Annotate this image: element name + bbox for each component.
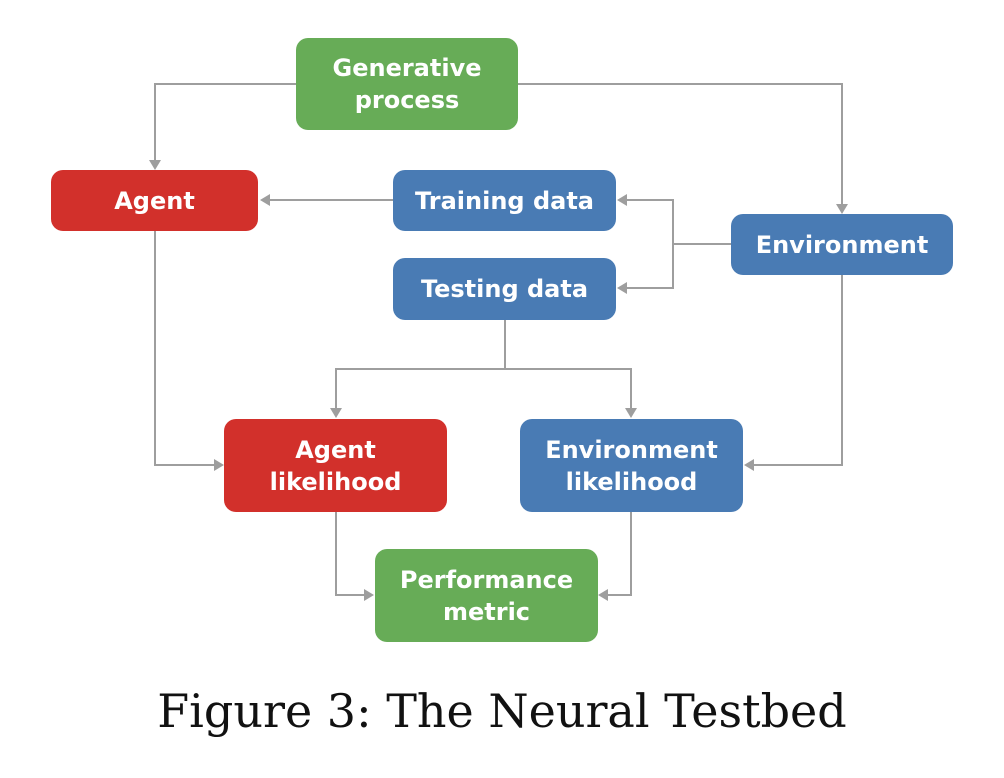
node-label: Testing data [420,275,589,303]
node-performance-metric: Performance metric [375,549,598,642]
node-label: likelihood [565,467,698,496]
edge-agent-likelihood-to-performance [335,512,364,596]
arrowhead-icon [625,408,637,418]
arrowhead-icon [836,204,848,214]
edge-generative-to-agent [154,83,296,160]
node-environment: Environment [731,214,953,275]
figure-caption: Figure 3: The Neural Testbed [157,684,847,738]
node-label: Environment [545,435,718,464]
node-label: Environment [755,230,929,259]
edge-testing-to-environment-likelihood [505,368,632,408]
arrowhead-icon [149,160,161,170]
node-label: process [354,86,460,114]
arrowhead-icon [617,282,627,294]
arrowhead-icon [330,408,342,418]
node-environment-likelihood: Environment likelihood [520,419,743,512]
node-generative-process: Generative process [296,38,518,130]
edge-environment-likelihood-to-performance [608,512,632,596]
arrowhead-icon [598,589,608,601]
node-label: Training data [415,186,594,215]
arrowhead-icon [617,194,627,206]
node-testing-data: Testing data [393,258,616,320]
node-label: metric [442,597,531,626]
node-agent: Agent [51,170,258,231]
edge-environment-to-testing [627,244,674,289]
edge-environment-to-training [627,199,674,244]
node-label: Performance [399,565,574,594]
edge-environment-to-environment-likelihood [754,275,843,466]
arrowhead-icon [744,459,754,471]
edge-testing-to-agent-likelihood [335,368,505,408]
arrowhead-icon [260,194,270,206]
node-label: likelihood [269,467,402,496]
node-label: Agent [295,435,376,464]
arrowhead-icon [364,589,374,601]
node-training-data: Training data [393,170,616,231]
node-label: Generative [332,54,482,82]
node-label: Agent [114,186,195,215]
arrowhead-icon [214,459,224,471]
edge-agent-to-agent-likelihood [154,231,214,466]
node-agent-likelihood: Agent likelihood [224,419,447,512]
edge-generative-to-environment [518,83,843,204]
